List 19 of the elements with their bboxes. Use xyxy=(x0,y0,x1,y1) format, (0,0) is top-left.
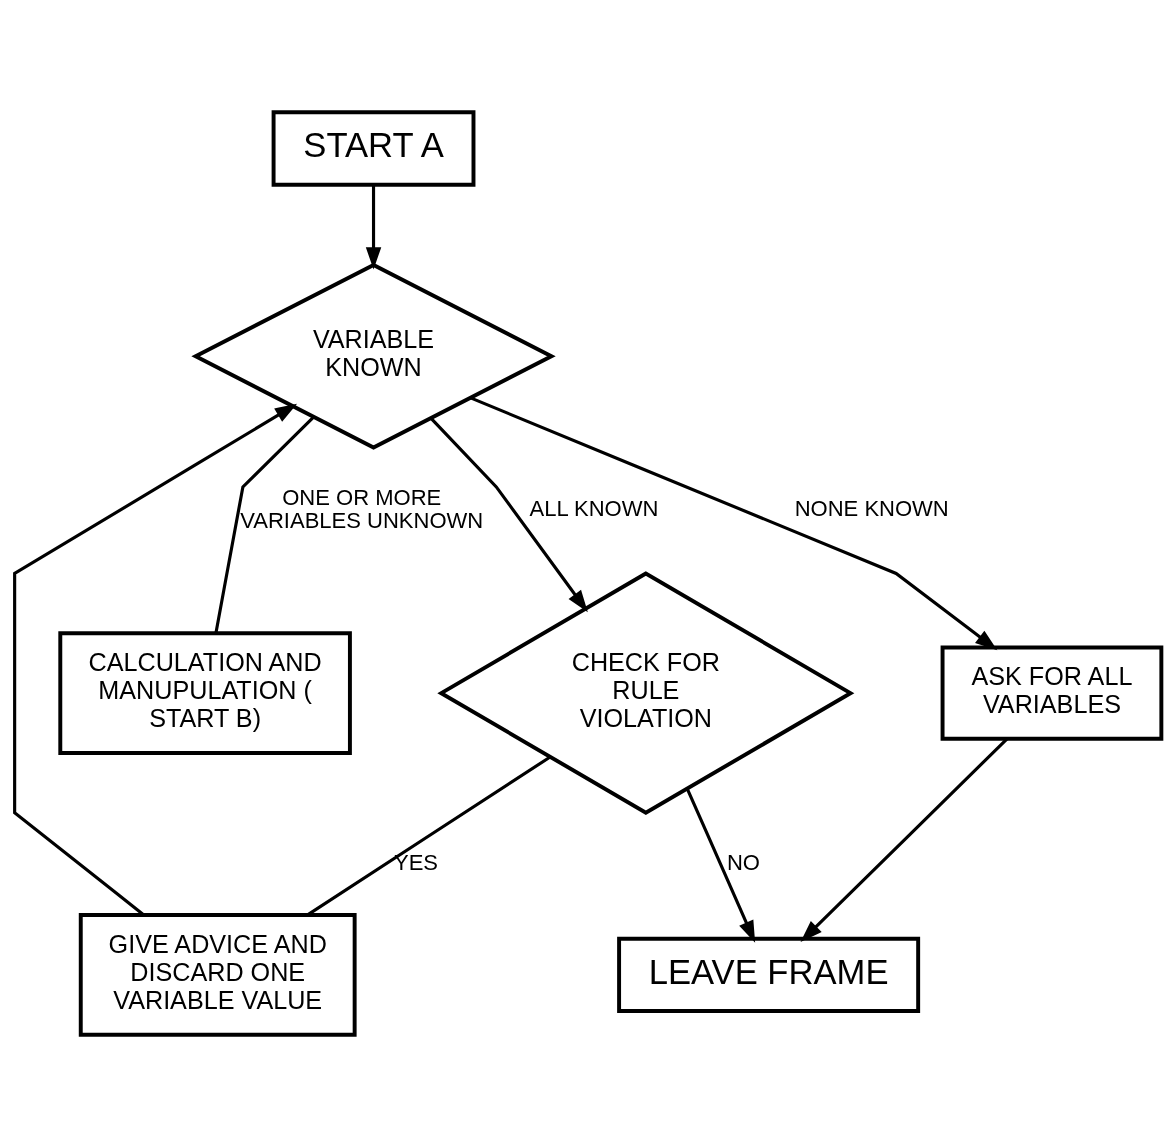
arrow xyxy=(13,403,298,917)
node-box: GIVE ADVICE AND DISCARD ONE VARIABLE VALUE xyxy=(78,913,357,1037)
edge-label: YES xyxy=(394,849,439,875)
node-box: LEAVE FRAME xyxy=(617,936,921,1014)
edge-label: ONE OR MORE VARIABLES UNKNOWN xyxy=(240,484,484,534)
node-box: CALCULATION AND MANUPULATION ( START B) xyxy=(58,631,352,755)
arrow xyxy=(430,417,588,613)
arrow xyxy=(470,396,998,651)
node-box: START A xyxy=(271,110,476,187)
node-diamond: CHECK FOR RULE VIOLATION xyxy=(437,571,855,816)
node-diamond: VARIABLE KNOWN xyxy=(191,262,556,450)
arrow xyxy=(685,788,756,943)
connector xyxy=(214,416,315,634)
edge-label: NO xyxy=(726,849,760,875)
edge-label: NONE KNOWN xyxy=(794,496,949,522)
node-box: ASK FOR ALL VARIABLES xyxy=(940,645,1164,741)
edge-label: ALL KNOWN xyxy=(529,496,659,522)
arrow xyxy=(365,184,382,270)
arrow xyxy=(800,737,1009,942)
